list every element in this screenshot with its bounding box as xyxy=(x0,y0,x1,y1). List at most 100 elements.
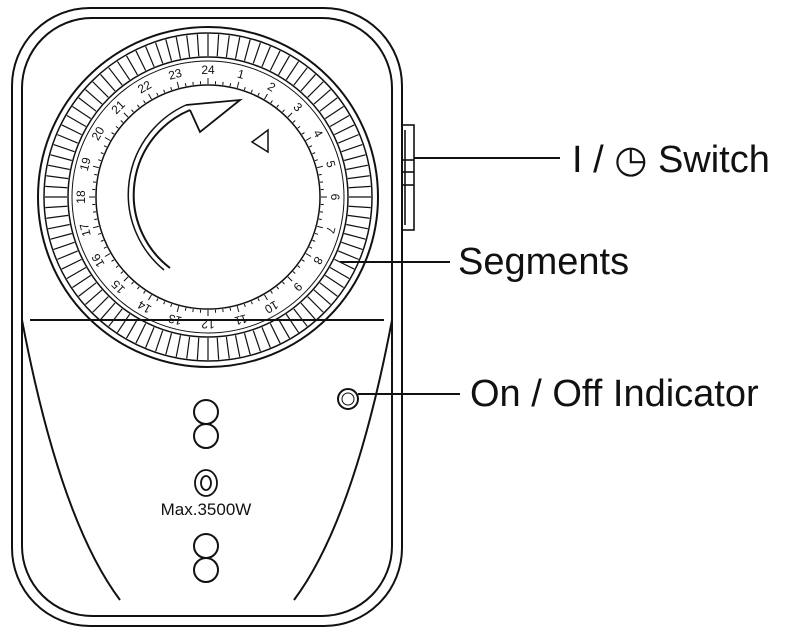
dial-tick xyxy=(120,271,124,274)
segment xyxy=(329,114,350,128)
dial-tick xyxy=(184,307,187,311)
segment xyxy=(145,46,155,67)
dial-tick xyxy=(282,109,285,113)
dial-number: 24 xyxy=(201,63,215,77)
dial-number: 6 xyxy=(328,194,342,201)
dial-tick xyxy=(123,276,129,282)
dial-tick xyxy=(156,298,159,302)
dial-tick xyxy=(301,132,305,135)
segment xyxy=(293,308,308,327)
dial-tick xyxy=(136,104,140,108)
segment xyxy=(319,282,338,297)
dial-number: 5 xyxy=(323,159,338,169)
dial-tick xyxy=(287,112,293,118)
dial-tick xyxy=(243,86,246,91)
dial-tick xyxy=(250,89,253,93)
segment xyxy=(225,336,230,359)
segment xyxy=(186,35,191,58)
dial-tick xyxy=(92,165,99,169)
dial-number: 22 xyxy=(135,77,154,96)
segment xyxy=(346,223,368,230)
socket-hole-bottom xyxy=(193,533,219,583)
segment xyxy=(92,296,109,313)
segment xyxy=(347,175,370,180)
dial-tick xyxy=(131,281,134,285)
segment xyxy=(300,74,316,92)
segment xyxy=(243,333,251,355)
dial-number: 14 xyxy=(135,297,154,316)
dial-tick xyxy=(305,137,312,141)
dial-tick xyxy=(148,93,152,100)
dial-tick xyxy=(92,225,99,229)
segment-ring xyxy=(45,34,371,360)
segment xyxy=(338,250,359,260)
dial-number: 1 xyxy=(236,67,246,82)
segment xyxy=(346,164,368,171)
dial-number: 20 xyxy=(89,124,108,143)
segment xyxy=(125,55,139,76)
dial-tick xyxy=(297,125,301,129)
segment xyxy=(341,144,363,153)
segment xyxy=(72,105,92,120)
dial-tick xyxy=(270,290,273,294)
segment xyxy=(196,34,200,57)
dial-tick xyxy=(264,93,268,100)
dial-number: 19 xyxy=(77,156,94,173)
segment xyxy=(165,39,173,61)
segment xyxy=(66,114,87,128)
ground-icon xyxy=(194,469,218,497)
dial-tick xyxy=(104,137,111,141)
segment xyxy=(186,336,191,359)
dial-tick xyxy=(170,86,173,91)
segment xyxy=(313,89,331,105)
dial-number: 18 xyxy=(74,190,88,204)
dial-number: 9 xyxy=(290,279,305,294)
segment xyxy=(125,318,139,339)
segment xyxy=(269,323,281,344)
segment xyxy=(285,313,300,333)
segment xyxy=(100,74,116,92)
dial-tick xyxy=(257,298,260,302)
dial-tick xyxy=(292,271,296,274)
segment xyxy=(324,274,344,289)
dial-tick xyxy=(111,259,115,262)
segment xyxy=(45,205,68,209)
segment xyxy=(252,42,261,64)
segment xyxy=(46,214,69,219)
dial-number: 4 xyxy=(310,127,326,140)
segment xyxy=(225,35,230,58)
segment xyxy=(269,50,281,71)
segment xyxy=(277,318,291,339)
segment xyxy=(53,144,75,153)
dial-tick xyxy=(163,89,166,93)
segment xyxy=(45,185,68,189)
dial-tick xyxy=(143,290,146,294)
segment xyxy=(234,335,241,357)
dial-tick xyxy=(236,81,240,88)
dial-number: 2 xyxy=(265,79,278,95)
segment xyxy=(155,42,164,64)
segment xyxy=(155,330,164,352)
segment xyxy=(196,337,200,360)
segment xyxy=(347,214,370,219)
side-switch xyxy=(401,124,415,231)
indicator-label: On / Off Indicator xyxy=(470,373,759,415)
dial-tick xyxy=(317,165,324,169)
segment xyxy=(48,164,70,171)
dial-tick xyxy=(184,83,187,87)
segment xyxy=(307,296,324,313)
segment xyxy=(175,37,182,59)
dial-tick xyxy=(270,100,273,104)
segment xyxy=(50,232,72,240)
segment xyxy=(57,134,78,144)
segment xyxy=(344,154,366,162)
dial-tick xyxy=(317,225,324,229)
dial-tick xyxy=(297,265,301,269)
dial-tick xyxy=(292,120,296,123)
dial-tick xyxy=(163,301,166,305)
dial-tick xyxy=(100,239,104,242)
dial-knob-arc xyxy=(132,109,191,269)
dial-tick xyxy=(305,253,312,257)
